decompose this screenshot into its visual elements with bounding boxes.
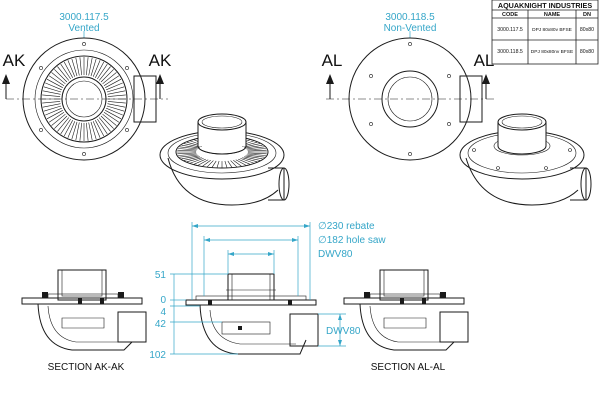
row2-name: DPJ 80x80nv BFSE [531,49,573,55]
row1-dn: 80x80 [580,27,594,33]
section-al-drawing: SECTION AL-AL [343,269,469,373]
non-vented-label: Non-Vented [384,23,437,34]
row2-code: 3000.118.5 [497,49,523,55]
col-header-dn: DN [583,12,591,18]
vented-plan-view: 3000.117.5 Vented AK AK [2,12,172,161]
dim-level-4: 4 [160,307,166,318]
dim-side-outlet: DWV80 [326,326,361,337]
dim-level-102: 102 [149,350,166,361]
col-header-name: NAME [544,12,561,18]
section-mark-ak-right: AK [149,51,172,70]
section-mark-al-right: AL [474,51,495,70]
row1-code: 3000.117.5 [497,27,523,33]
section-ak-label: SECTION AK-AK [48,362,125,373]
dimension-lines [170,222,346,355]
title-block: AQUAKNIGHT INDUSTRIES CODE NAME DN 3000.… [491,0,599,65]
dim-hole-saw: ∅182 hole saw [318,235,386,246]
section-al-label: SECTION AL-AL [371,362,446,373]
vented-label: Vented [68,23,99,34]
non-vented-plan-view: 3000.118.5 Non-Vented AL AL [322,12,495,161]
col-header-code: CODE [502,12,518,18]
vented-isometric-view [159,113,290,206]
vented-code: 3000.117.5 [59,12,109,23]
dim-level-42: 42 [155,319,167,330]
row2-dn: 80x80 [580,49,594,55]
section-mark-ak-left: AK [3,51,26,70]
dim-rebate: ∅230 rebate [318,221,375,232]
section-mark-al-left: AL [322,51,343,70]
non-vented-isometric-view [459,113,592,206]
non-vented-code: 3000.118.5 [385,12,435,23]
dim-level-0: 0 [160,295,166,306]
dim-level-51: 51 [155,270,167,281]
row1-name: DPJ 80x80v BFSE [532,27,572,33]
dim-top-outlet: DWV80 [318,249,353,260]
company-name: AQUAKNIGHT INDUSTRIES [498,1,592,10]
dimension-labels: ∅230 rebate ∅182 hole saw DWV80 51 0 4 4… [149,221,386,361]
section-ak-drawing: SECTION AK-AK [21,269,147,373]
